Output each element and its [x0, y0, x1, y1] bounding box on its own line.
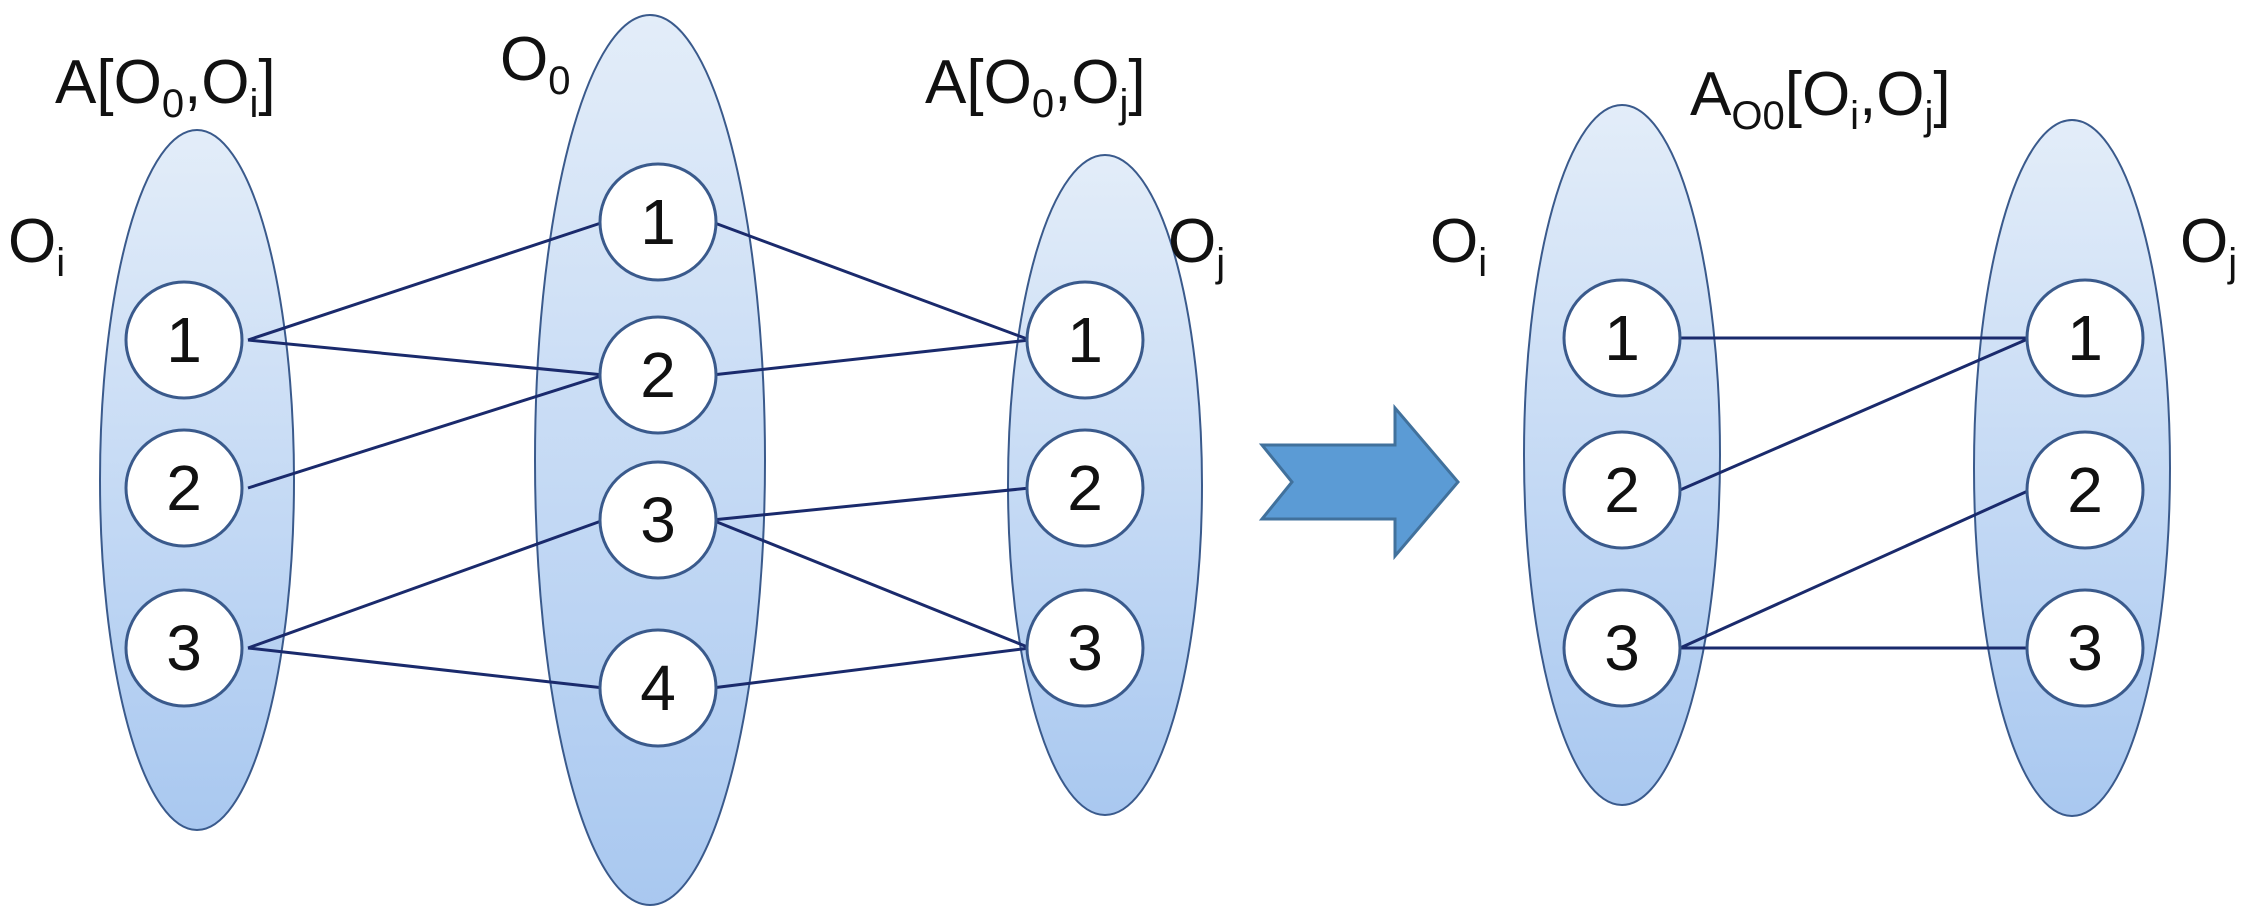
- edge-o04-oj3: [711, 646, 1031, 690]
- oj-nodes-right: 1 2 3: [2025, 278, 2145, 708]
- node-label: 3: [166, 612, 202, 684]
- edges-right: [1679, 336, 2031, 650]
- node-r-oi-1: 1: [1562, 278, 1682, 398]
- edges-left: [247, 220, 1031, 690]
- node-oj-1: 1: [1025, 280, 1145, 400]
- node-oi-2: 2: [124, 428, 244, 548]
- node-r-oj-3: 3: [2025, 588, 2145, 708]
- label-oj-right: Oj: [2180, 207, 2237, 285]
- node-o0-2: 2: [598, 315, 718, 435]
- node-label: 3: [640, 484, 676, 556]
- node-label: 1: [640, 186, 676, 258]
- node-label: 2: [1604, 454, 1640, 526]
- label-o0: O0: [500, 25, 570, 103]
- node-o0-1: 1: [598, 162, 718, 282]
- node-label: 2: [1067, 452, 1103, 524]
- oi-nodes-right: 1 2 3: [1562, 278, 1682, 708]
- node-r-oj-2: 2: [2025, 430, 2145, 550]
- edge-o03-oj3: [711, 518, 1031, 650]
- edge-r-oi2-oj1: [1679, 336, 2031, 492]
- node-label: 4: [640, 652, 676, 724]
- node-label: 2: [640, 339, 676, 411]
- node-label: 2: [2067, 454, 2103, 526]
- label-oi-left: Oi: [8, 207, 65, 285]
- node-oi-1: 1: [124, 280, 244, 400]
- edge-oi3-o04: [247, 646, 605, 690]
- edge-o01-oj1: [711, 220, 1031, 342]
- node-r-oi-3: 3: [1562, 588, 1682, 708]
- label-a-o0-oi: A[O0,Oi]: [55, 48, 276, 126]
- edge-oi1-o01: [247, 220, 605, 342]
- set-o0: [534, 14, 766, 906]
- edge-r-oi3-oj2: [1679, 488, 2031, 650]
- node-label: 3: [1604, 612, 1640, 684]
- node-label: 3: [1067, 612, 1103, 684]
- node-label: 1: [2067, 302, 2103, 374]
- label-a-o0-oi-oj: AO0[Oi,Oj]: [1690, 60, 1951, 138]
- label-oi-right: Oi: [1430, 207, 1487, 285]
- node-label: 3: [2067, 612, 2103, 684]
- transform-arrow-icon: [1258, 403, 1460, 561]
- node-label: 1: [1604, 302, 1640, 374]
- node-r-oi-2: 2: [1562, 430, 1682, 550]
- edge-oi2-o02: [247, 373, 605, 490]
- o0-nodes: 1 2 3 4: [598, 162, 718, 748]
- node-oj-2: 2: [1025, 428, 1145, 548]
- oi-nodes-left: 1 2 3: [124, 280, 244, 708]
- edge-o02-oj1: [711, 338, 1031, 377]
- node-label: 1: [1067, 304, 1103, 376]
- node-label: 2: [166, 452, 202, 524]
- node-label: 1: [166, 304, 202, 376]
- edge-oi1-o02: [247, 338, 605, 377]
- node-oi-3: 3: [124, 588, 244, 708]
- oj-nodes-left: 1 2 3: [1025, 280, 1145, 708]
- node-r-oj-1: 1: [2025, 278, 2145, 398]
- edge-oi3-o03: [247, 518, 605, 650]
- label-a-o0-oj: A[O0,Oj]: [925, 48, 1146, 126]
- edge-o03-oj2: [711, 486, 1031, 522]
- node-o0-4: 4: [598, 628, 718, 748]
- node-o0-3: 3: [598, 460, 718, 580]
- node-oj-3: 3: [1025, 588, 1145, 708]
- label-oj-left: Oj: [1168, 207, 1225, 285]
